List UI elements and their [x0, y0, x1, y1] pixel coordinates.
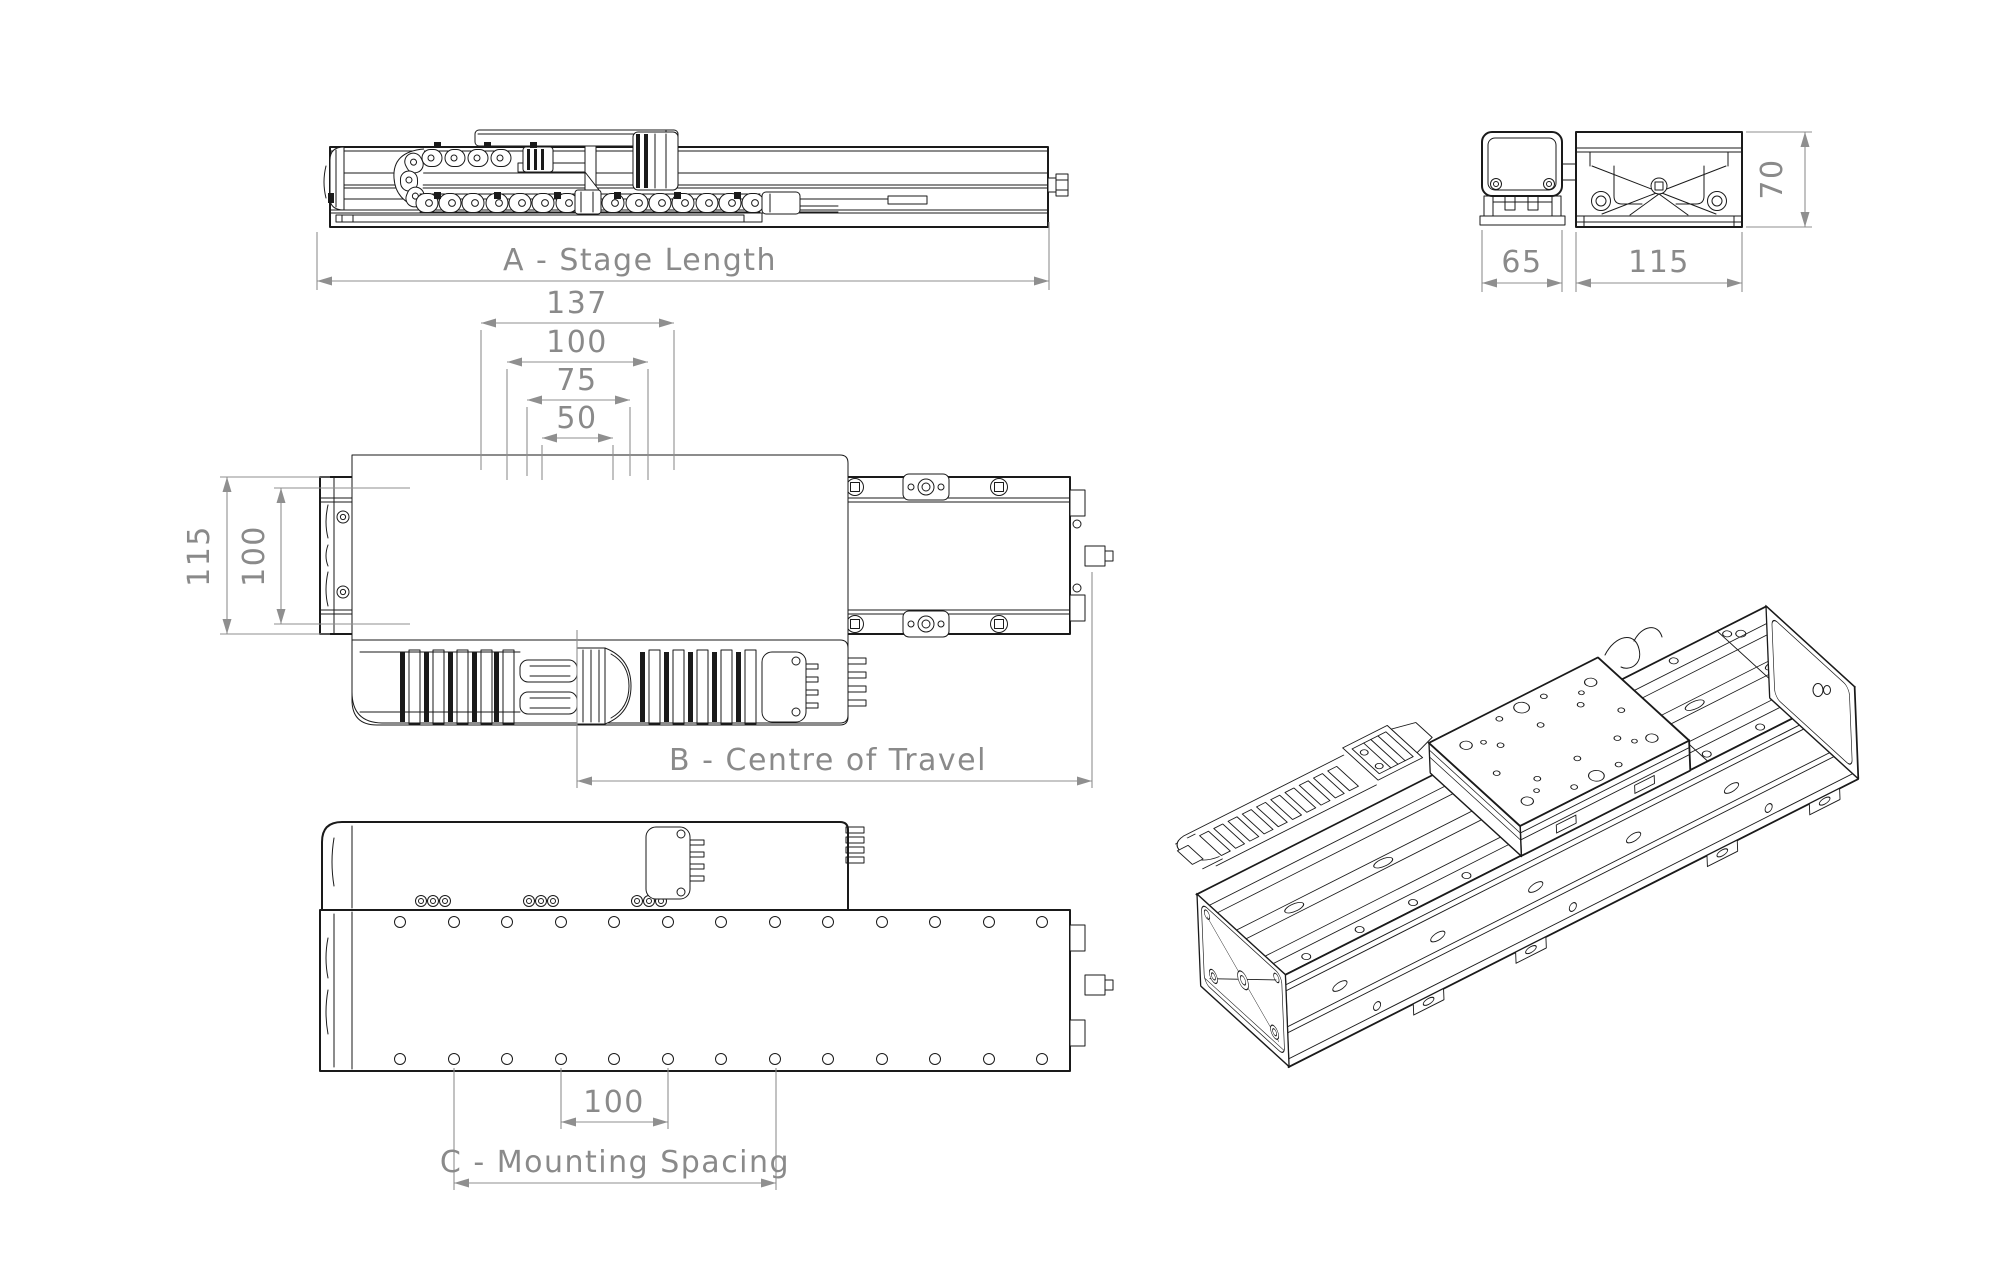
- dim-holes-outer: 100: [506, 325, 649, 480]
- dim-body-width-plan-label: 115: [182, 525, 217, 587]
- dim-hole-pitch-label: 100: [583, 1085, 645, 1120]
- dim-body-width-end: 115: [1575, 232, 1743, 292]
- dim-holes-inner: 50: [541, 401, 614, 480]
- end-view: 65 115 70: [1479, 131, 1812, 292]
- dim-holes-inner-label: 50: [556, 401, 597, 436]
- dim-holes-mid: 75: [526, 363, 631, 476]
- dim-body-height-label: 70: [1755, 158, 1790, 199]
- plan-view: 137 100 75 50 115 100 B - Centre of Trav…: [182, 286, 1114, 788]
- dim-centre-of-travel-label: B - Centre of Travel: [669, 743, 987, 778]
- dim-chain-width-label: 65: [1501, 245, 1542, 280]
- side-view: A - Stage Length: [316, 129, 1069, 290]
- dim-mounting-spacing: C - Mounting Spacing: [440, 1068, 790, 1190]
- dim-holes-mid-label: 75: [556, 363, 597, 398]
- isometric-view: [1174, 604, 1860, 1069]
- dim-body-width-plan: 115: [182, 476, 330, 635]
- dim-plate-length-label: 137: [546, 286, 608, 321]
- dim-stage-length-label: A - Stage Length: [503, 243, 777, 278]
- dim-body-height: 70: [1746, 131, 1812, 228]
- dim-hole-pitch: 100: [560, 1068, 669, 1129]
- dim-chain-width: 65: [1481, 230, 1563, 292]
- dim-centre-of-travel: B - Centre of Travel: [576, 572, 1093, 788]
- dim-plate-length: 137: [480, 286, 675, 470]
- dim-stage-length: A - Stage Length: [316, 222, 1050, 290]
- dim-hole-rows-label: 100: [237, 525, 272, 587]
- dim-mounting-spacing-label: C - Mounting Spacing: [440, 1145, 790, 1180]
- dim-body-width-end-label: 115: [1628, 245, 1690, 280]
- bottom-view: 100 C - Mounting Spacing: [319, 821, 1114, 1190]
- dim-holes-outer-label: 100: [546, 325, 608, 360]
- dim-hole-rows: 100: [237, 487, 410, 625]
